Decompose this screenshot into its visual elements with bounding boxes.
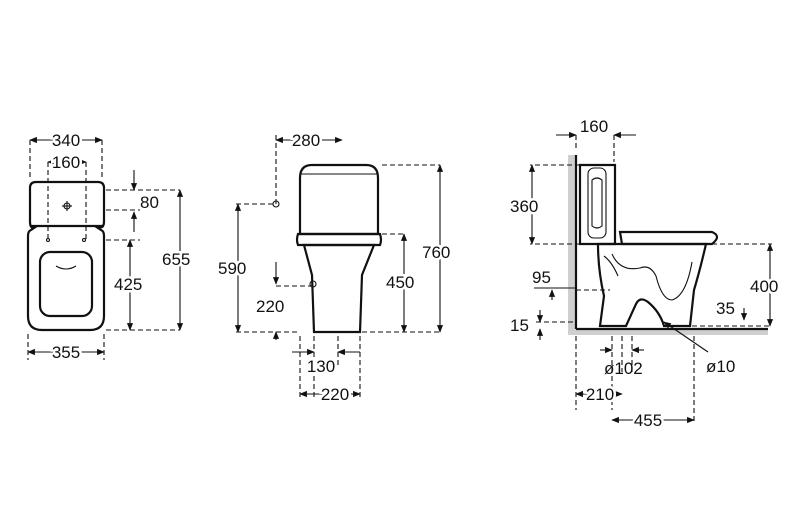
outlet-height-label: 95 (532, 268, 551, 287)
side-seat (618, 230, 719, 246)
top-view-outline (26, 180, 106, 332)
front-view: 280 590 760 450 220 130 220 (216, 129, 453, 407)
seat-height-label: 450 (386, 273, 414, 292)
floor (568, 329, 768, 335)
tank-depth-label: 80 (140, 193, 159, 212)
side-tank (578, 163, 617, 246)
outlet-depth-label: 35 (716, 299, 735, 318)
tank-width-label: 280 (292, 131, 320, 150)
tank-height-label: 360 (510, 197, 538, 216)
side-view: 160 360 95 15 400 35 ø102 ø10 210 455 (508, 117, 781, 433)
seat-length-label: 425 (114, 275, 142, 294)
inlet-height-label: 590 (218, 259, 246, 278)
total-length-label: 455 (634, 411, 662, 430)
floor-offset-label: 15 (510, 316, 529, 335)
rim-height-label: 400 (750, 277, 778, 296)
side-bowl (596, 242, 708, 328)
base-outer-label: 220 (321, 385, 349, 404)
flush-button-icon (62, 201, 72, 211)
base-inner-label: 130 (307, 357, 335, 376)
front-seat (295, 232, 383, 247)
side-inlet-height-label: 220 (256, 297, 284, 316)
front-tank (298, 163, 380, 236)
front-pedestal (302, 243, 376, 334)
base-width-label: 355 (52, 343, 80, 362)
top-width-overall-label: 340 (52, 131, 80, 150)
outlet-diameter-label: ø102 (604, 359, 643, 378)
outlet-distance-label: 210 (586, 385, 614, 404)
fixing-diameter-label: ø10 (706, 357, 735, 376)
total-depth-label: 655 (162, 250, 190, 269)
top-width-inner-label: 160 (52, 153, 80, 172)
top-view: 340 160 80 425 655 355 (26, 129, 193, 365)
flush-valve-icon (587, 167, 607, 239)
wall-offset-label: 160 (580, 117, 608, 136)
total-height-label: 760 (422, 243, 450, 262)
bowl-opening (38, 250, 94, 318)
